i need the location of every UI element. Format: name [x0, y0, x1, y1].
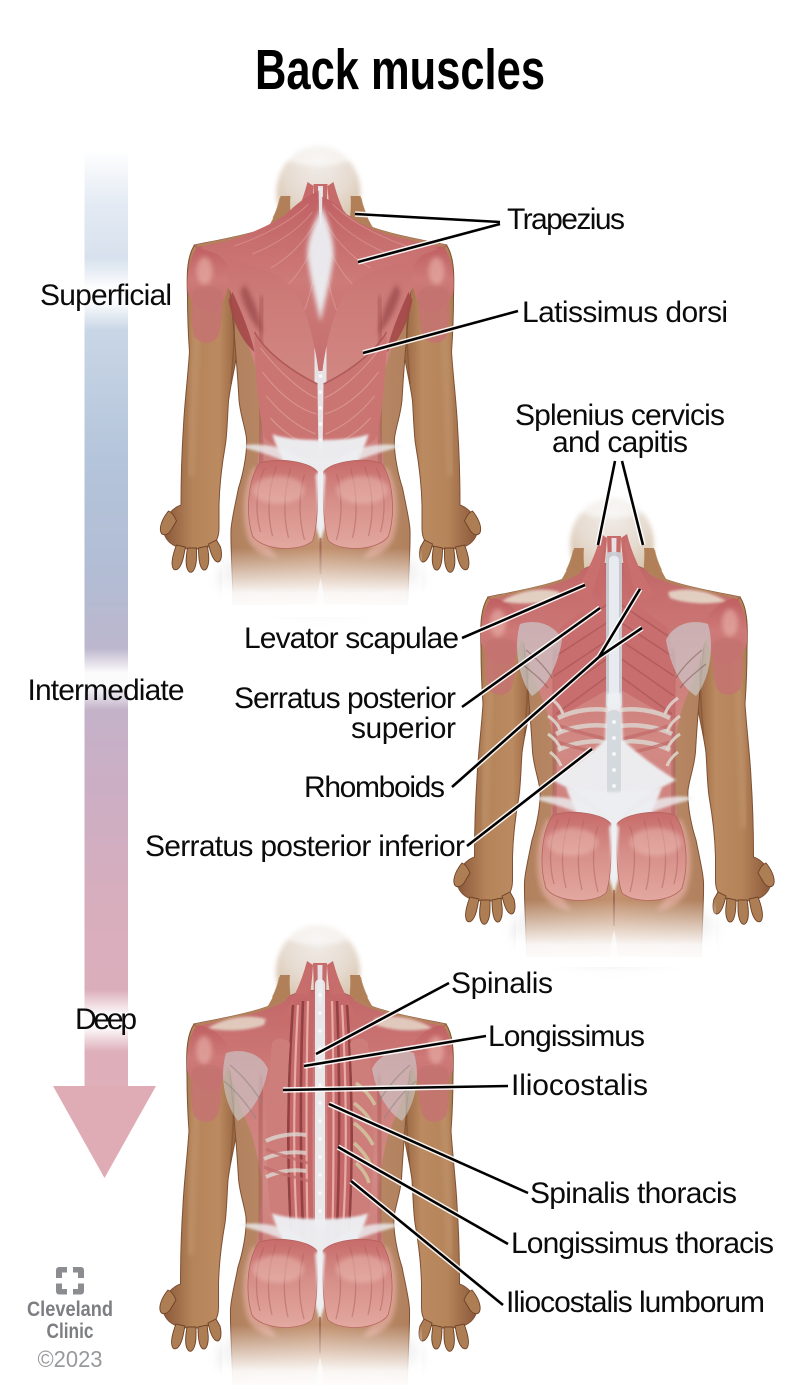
svg-text:Longissimus thoracis: Longissimus thoracis	[511, 1227, 774, 1260]
svg-text:Iliocostalis lumborum: Iliocostalis lumborum	[506, 1286, 765, 1319]
svg-text:Rhomboids: Rhomboids	[304, 771, 445, 804]
svg-text:Latissimus dorsi: Latissimus dorsi	[522, 296, 728, 329]
svg-text:Cleveland: Cleveland	[27, 1298, 113, 1321]
svg-text:Serratus posterior: Serratus posterior	[234, 682, 456, 715]
svg-text:Superficial: Superficial	[40, 279, 172, 312]
svg-text:and capitis: and capitis	[552, 426, 688, 459]
svg-text:superior: superior	[351, 712, 456, 745]
svg-text:Iliocostalis: Iliocostalis	[511, 1069, 648, 1102]
svg-text:Splenius cervicis: Splenius cervicis	[515, 399, 725, 432]
svg-text:Levator scapulae: Levator scapulae	[244, 622, 459, 655]
svg-text:©2023: ©2023	[38, 1346, 103, 1372]
svg-text:Longissimus: Longissimus	[488, 1020, 645, 1053]
svg-text:Serratus posterior inferior: Serratus posterior inferior	[145, 830, 465, 863]
svg-text:Spinalis: Spinalis	[451, 967, 553, 1000]
svg-text:Trapezius: Trapezius	[507, 203, 625, 236]
svg-text:Deep: Deep	[75, 1003, 137, 1036]
svg-text:Back muscles: Back muscles	[255, 38, 545, 102]
svg-text:Intermediate: Intermediate	[28, 674, 185, 707]
svg-text:Clinic: Clinic	[47, 1320, 94, 1343]
svg-text:Spinalis thoracis: Spinalis thoracis	[530, 1177, 737, 1210]
